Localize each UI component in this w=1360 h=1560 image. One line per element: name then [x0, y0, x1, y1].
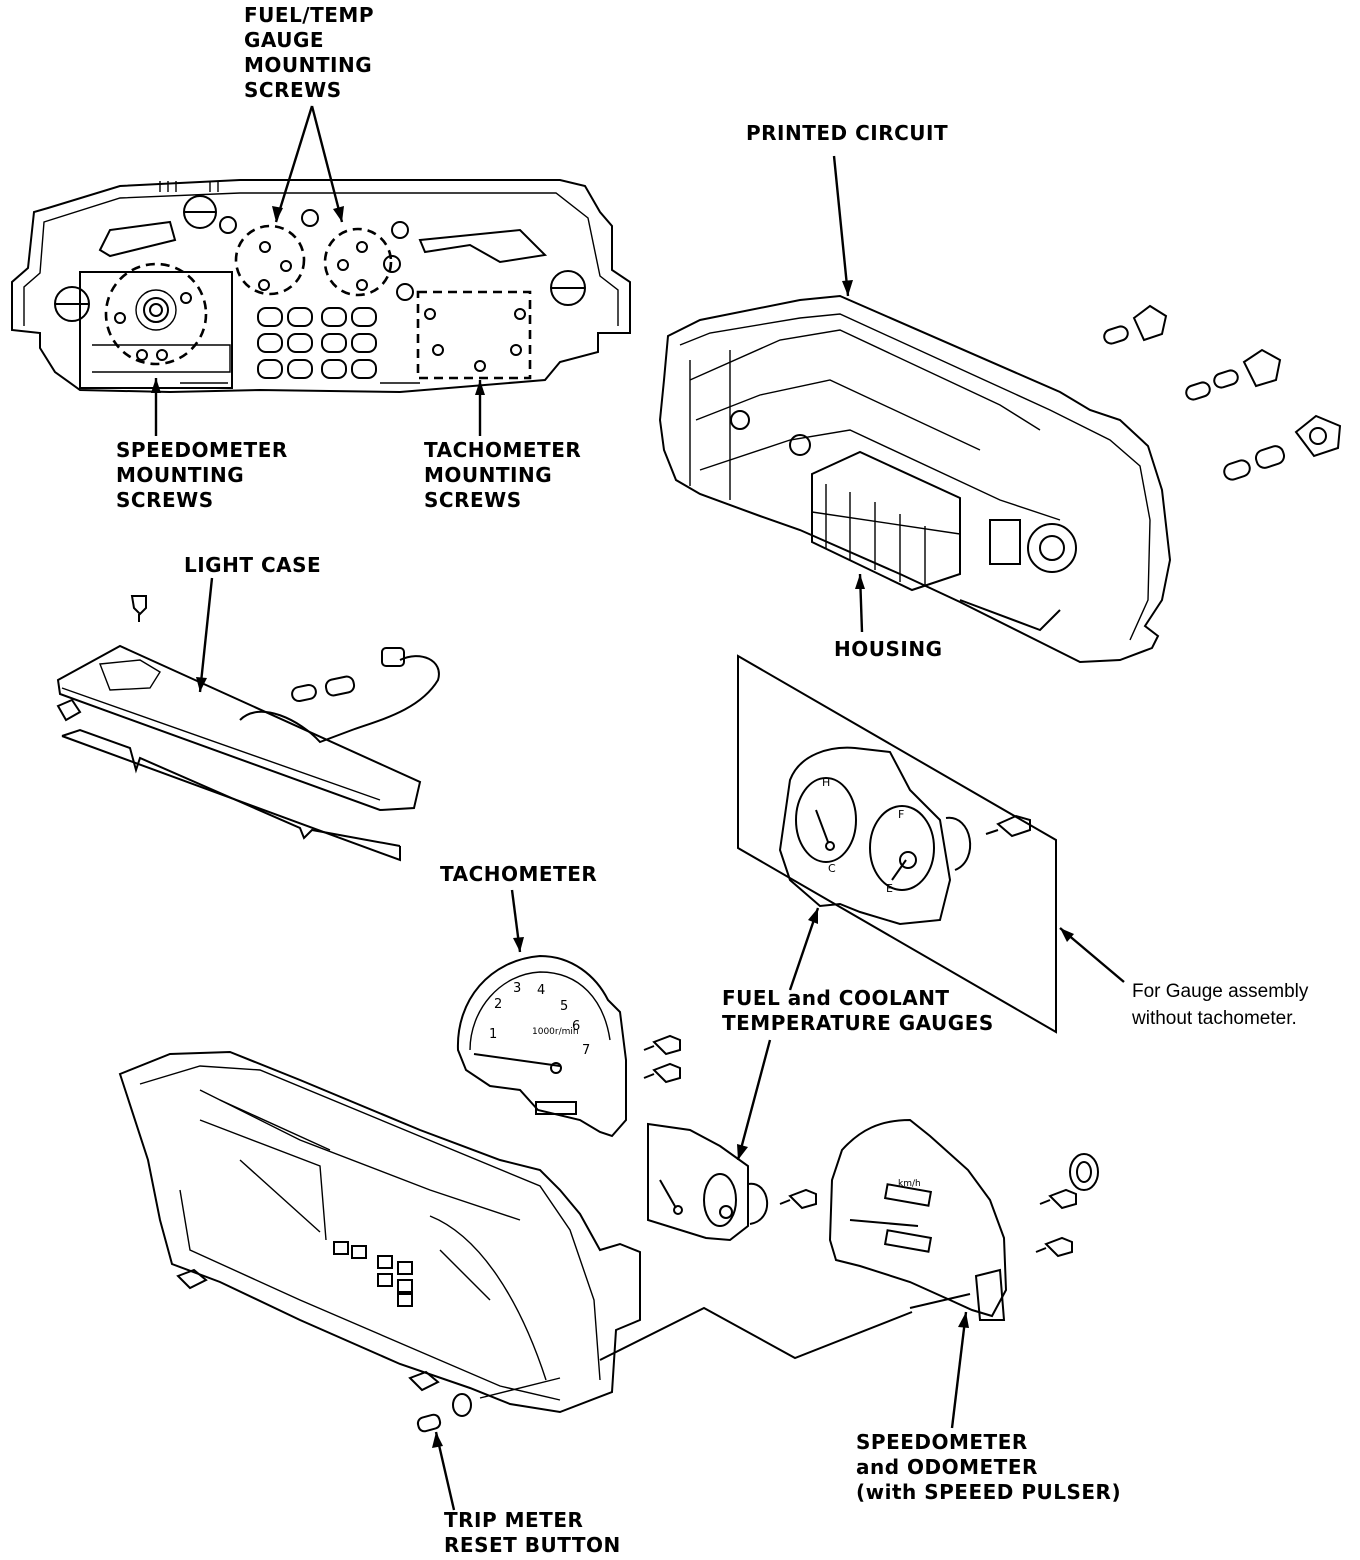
housing-drawing: [658, 294, 1172, 664]
fuel-empty-mark: E: [886, 882, 893, 895]
fuel-full-mark: F: [898, 808, 904, 821]
leader-lines: [151, 105, 1125, 1511]
temp-cold-mark: C: [828, 862, 836, 875]
tach-number-7: 7: [582, 1043, 590, 1058]
note-gauge-without-tach: For Gauge assembly without tachometer.: [1132, 981, 1309, 1029]
tach-number-3: 3: [513, 981, 521, 996]
trip-meter-button-drawing: [416, 1377, 561, 1433]
pulser-connection-line: [599, 1306, 913, 1361]
cluster-rear-view: [11, 179, 631, 394]
tach-number-4: 4: [537, 983, 545, 998]
fuel-coolant-plate: [647, 1122, 817, 1242]
no-tach-gauge-plane: [737, 654, 1057, 1034]
speedometer-drawing: [828, 1118, 1099, 1321]
label-fuel-coolant-gauges: FUEL and COOLANT TEMPERATURE GAUGES: [722, 986, 994, 1035]
bulbs-and-sockets: [1103, 304, 1342, 481]
tach-unit-text: 1000r/min: [532, 1027, 579, 1037]
label-trip-meter-reset-button: TRIP METER RESET BUTTON: [444, 1508, 621, 1557]
light-case-drawing: [56, 595, 440, 862]
tachometer-dial-drawing: [456, 954, 627, 1138]
tach-number-2: 2: [494, 997, 502, 1012]
label-speedometer-mounting-screws: SPEEDOMETER MOUNTING SCREWS: [116, 438, 288, 512]
dial-markings: 1 2 3 4 5 6 7 1000r/min H C F E km/h: [489, 776, 921, 1189]
label-tachometer-mounting-screws: TACHOMETER MOUNTING SCREWS: [424, 438, 582, 512]
tach-number-6: 6: [572, 1019, 580, 1034]
bulb-socket-grid: [257, 307, 377, 379]
tach-screws: [643, 1034, 681, 1084]
label-fuel-temp-mounting-screws: FUEL/TEMP GAUGE MOUNTING SCREWS: [244, 3, 374, 102]
label-speedometer-odometer: SPEEDOMETER and ODOMETER (with SPEEED PU…: [856, 1430, 1122, 1504]
tach-number-5: 5: [560, 999, 568, 1014]
speedo-unit-text: km/h: [898, 1179, 921, 1189]
temp-hot-mark: H: [822, 776, 830, 789]
indicator-lamp-block: [333, 1241, 413, 1307]
label-housing: HOUSING: [834, 637, 943, 661]
label-tachometer: TACHOMETER: [440, 862, 598, 886]
label-light-case: LIGHT CASE: [184, 553, 322, 577]
label-printed-circuit: PRINTED CIRCUIT: [746, 121, 949, 145]
cluster-front-case: [118, 1050, 641, 1414]
tach-number-1: 1: [489, 1027, 497, 1042]
